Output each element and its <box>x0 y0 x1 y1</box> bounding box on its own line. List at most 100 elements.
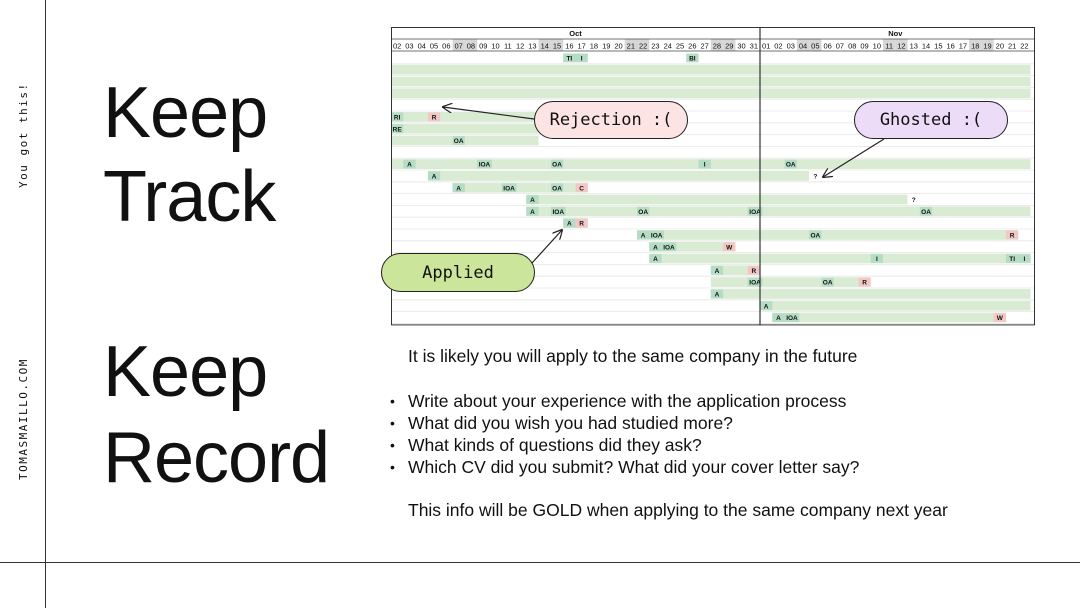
day-label: 29 <box>725 42 733 51</box>
day-label: 15 <box>934 42 942 51</box>
event-tag: BI <box>689 56 696 63</box>
event-tag: IOA <box>749 280 761 287</box>
event-tag-bg <box>391 112 404 122</box>
status-bar <box>391 76 1031 87</box>
day-label: 04 <box>418 42 426 51</box>
applied-arrow <box>531 230 562 264</box>
event-tag: A <box>530 197 535 204</box>
event-tag: A <box>407 162 412 169</box>
status-bar <box>427 171 810 181</box>
day-label: 07 <box>836 42 844 51</box>
record-intro: It is likely you will apply to the same … <box>408 346 858 366</box>
event-tag: R <box>751 268 756 275</box>
day-label: 07 <box>454 42 462 51</box>
event-tag-bg <box>821 277 834 287</box>
weekend-cell <box>538 39 551 51</box>
status-bar <box>391 123 539 134</box>
event-tag-bg <box>649 230 665 240</box>
event-tag: A <box>641 233 646 240</box>
event-tag-bg <box>784 159 797 169</box>
event-tag: RI <box>394 115 401 122</box>
title-track: Track <box>103 157 276 237</box>
status-bar <box>526 194 908 205</box>
event-tag: OA <box>823 280 833 287</box>
title-record: Record <box>103 418 330 498</box>
day-label: 14 <box>922 42 930 51</box>
event-tag: W <box>726 244 733 251</box>
event-tag-bg <box>550 183 564 193</box>
event-tag: A <box>530 209 535 216</box>
day-label: 20 <box>996 42 1004 51</box>
day-label: 06 <box>823 42 831 51</box>
status-bar <box>772 312 1006 323</box>
status-bar <box>710 265 760 276</box>
weekend-cell <box>809 39 822 51</box>
list-item: Write about your experience with the app… <box>390 390 859 412</box>
day-label: 11 <box>504 42 512 51</box>
event-tag-bg <box>563 53 576 63</box>
event-tag-bg <box>870 254 883 263</box>
day-label: 22 <box>639 42 647 51</box>
status-bar <box>526 206 1031 217</box>
event-tag-bg <box>526 195 539 204</box>
weekend-cell <box>710 39 724 51</box>
day-label: 20 <box>614 42 622 51</box>
day-label: 22 <box>1020 42 1028 51</box>
event-tag: A <box>456 185 461 192</box>
event-tag: IOA <box>663 244 675 251</box>
weekend-cell <box>796 39 810 51</box>
event-tag: OA <box>921 209 931 216</box>
day-label: 09 <box>479 42 487 51</box>
day-label: 10 <box>491 42 499 51</box>
weekend-cell <box>883 39 896 51</box>
weekend-cell <box>464 39 478 51</box>
event-tag: OA <box>638 209 648 216</box>
day-label: 17 <box>577 42 585 51</box>
event-tag-bg <box>550 159 564 169</box>
day-label: 19 <box>602 42 610 51</box>
status-bar <box>710 277 871 287</box>
day-label: 16 <box>946 42 954 51</box>
event-tag-bg <box>772 313 785 322</box>
day-label: 09 <box>860 42 868 51</box>
event-tag: A <box>567 221 572 228</box>
event-tag: RE <box>393 126 403 133</box>
event-tag: A <box>653 244 658 251</box>
rejection-callout: Rejection :( <box>534 101 688 139</box>
event-tag-bg <box>809 171 822 181</box>
record-tips-list: Write about your experience with the app… <box>390 390 859 478</box>
day-label: 15 <box>553 42 561 51</box>
month-label: Nov <box>888 29 903 38</box>
event-tag: I <box>581 56 583 63</box>
rejection-arrow <box>443 107 535 120</box>
day-label: 25 <box>676 42 684 51</box>
event-tag: OA <box>552 162 562 169</box>
weekend-cell <box>452 39 465 51</box>
event-tag-bg <box>907 195 920 204</box>
event-tag-bg <box>452 183 465 193</box>
event-tag-bg <box>1018 254 1031 263</box>
event-tag-bg <box>723 242 736 252</box>
day-label: 12 <box>897 42 905 51</box>
event-tag: A <box>776 315 781 322</box>
event-tag-bg <box>710 289 724 299</box>
event-tag-bg <box>550 206 566 216</box>
event-tag-bg <box>427 112 441 122</box>
event-tag: C <box>579 185 584 192</box>
day-label: 16 <box>565 42 573 51</box>
day-label: 11 <box>885 42 893 51</box>
title-keep-2: Keep <box>103 332 268 412</box>
event-tag: OA <box>810 233 820 240</box>
event-tag: I <box>876 256 878 263</box>
day-label: 30 <box>737 42 745 51</box>
month-label: Oct <box>569 29 582 38</box>
event-tag-bg <box>784 313 800 322</box>
event-tag-bg <box>919 206 933 216</box>
event-tag-bg <box>637 230 650 240</box>
event-tag: OA <box>552 185 562 192</box>
event-tag-bg <box>526 206 539 216</box>
event-tag-bg <box>403 159 416 169</box>
weekend-cell <box>981 39 994 51</box>
event-tag: IOA <box>749 209 761 216</box>
status-bar <box>637 230 1019 240</box>
